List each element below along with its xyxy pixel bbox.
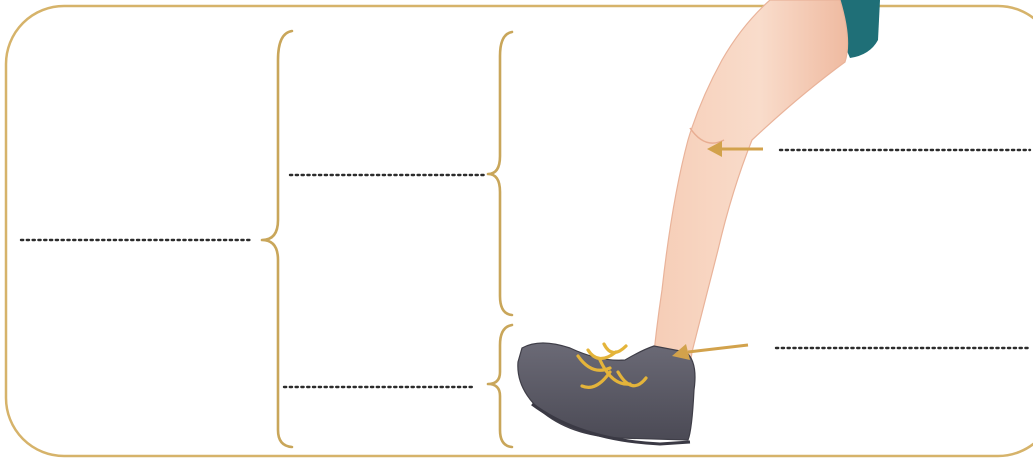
brace-whole-leg <box>262 31 292 447</box>
worksheet-frame <box>6 6 1033 456</box>
brace-foot <box>488 325 512 447</box>
brace-upper-leg <box>488 32 512 315</box>
sneaker-illustration <box>518 343 695 444</box>
ankle-arrow-icon <box>672 344 748 360</box>
leg-illustration <box>652 0 848 372</box>
